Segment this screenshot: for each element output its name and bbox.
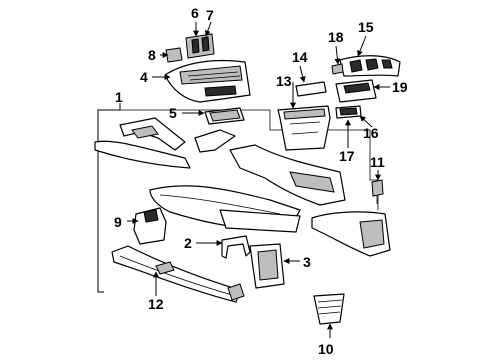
part-14-pad xyxy=(295,81,327,97)
callout-13: 13 xyxy=(276,73,292,89)
callout-10: 10 xyxy=(318,341,334,357)
leader-lines xyxy=(127,21,390,338)
callout-5: 5 xyxy=(169,105,177,121)
part-11-fastener xyxy=(371,179,384,204)
part-4-upper-bezel xyxy=(164,59,251,103)
callout-4: 4 xyxy=(140,69,148,85)
part-8-clip xyxy=(165,47,183,63)
part-6-7-switch-cluster xyxy=(185,33,215,59)
part-5-small-bezel xyxy=(204,107,245,125)
part-16-insert xyxy=(335,105,362,119)
callout-1: 1 xyxy=(115,89,123,105)
part-15-armrest-lid xyxy=(339,55,401,77)
callout-17: 17 xyxy=(339,148,355,164)
part-1-rear-housing xyxy=(311,211,391,257)
part-3-bracket xyxy=(249,243,285,289)
callout-6: 6 xyxy=(191,5,199,21)
callout-15: 15 xyxy=(358,19,374,35)
part-1-console-trim-upper xyxy=(94,117,236,169)
part-18-clip xyxy=(331,63,344,75)
part-13-storage-bin xyxy=(277,105,331,151)
callout-8: 8 xyxy=(148,47,156,63)
part-19-bracket xyxy=(335,79,377,103)
bracket-part-1 xyxy=(97,103,121,293)
callout-3: 3 xyxy=(303,254,311,270)
part-1-console-body xyxy=(149,144,346,233)
part-12-floor-duct xyxy=(111,245,245,303)
callout-14: 14 xyxy=(292,49,308,65)
part-9-switch-housing xyxy=(133,207,167,245)
callout-7: 7 xyxy=(206,7,214,23)
callout-12: 12 xyxy=(148,296,164,312)
callout-2: 2 xyxy=(184,235,192,251)
callout-labels: 1 2 3 4 5 6 7 8 9 10 11 12 13 14 15 16 1… xyxy=(114,5,408,357)
callout-18: 18 xyxy=(328,29,344,45)
part-10-vent-grille xyxy=(313,293,345,325)
callout-9: 9 xyxy=(114,214,122,230)
callout-11: 11 xyxy=(370,154,385,170)
callout-16: 16 xyxy=(363,125,379,141)
callout-19: 19 xyxy=(392,79,408,95)
part-2-handle xyxy=(221,235,251,259)
